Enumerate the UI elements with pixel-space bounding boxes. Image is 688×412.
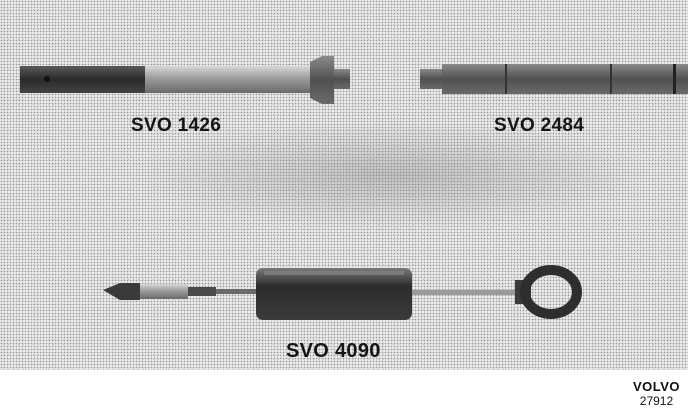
tool-1426-dark-section: [20, 66, 145, 93]
figure-number: 27912: [639, 394, 674, 408]
tool-svo-4090-image: [103, 265, 582, 320]
tool-1426-tip: [334, 69, 350, 89]
brand-name: VOLVO: [632, 379, 680, 394]
tool-4090-ring: [520, 265, 582, 319]
tool-label-svo-4090: SVO 4090: [286, 340, 381, 362]
figure-credit: VOLVO 27912: [632, 379, 680, 409]
tool-svo-1426-image: [20, 56, 350, 104]
tool-label-svo-2484: SVO 2484: [494, 115, 585, 136]
tool-4090-weight-highlight: [264, 271, 404, 275]
tools-photo: [0, 0, 688, 370]
tool-4090-weight: [256, 268, 412, 320]
tool-1426-light-section: [145, 66, 310, 93]
tool-4090-neck: [188, 287, 216, 296]
tool-1426-collar: [310, 56, 334, 104]
tool-1426-hole: [44, 76, 50, 82]
tool-2484-tip: [420, 69, 444, 89]
tool-2484-end: [673, 64, 676, 94]
tool-2484-groove: [505, 64, 507, 94]
tool-2484-shaft: [442, 64, 688, 94]
tool-4090-rod-right: [412, 290, 524, 295]
tool-svo-2484-image: [420, 64, 688, 94]
tool-label-svo-1426: SVO 1426: [131, 115, 222, 136]
tool-4090-rod-left: [216, 289, 258, 294]
tool-2484-groove: [610, 64, 612, 94]
tool-4090-adapter: [140, 284, 188, 299]
tool-4090-claw: [103, 283, 140, 300]
